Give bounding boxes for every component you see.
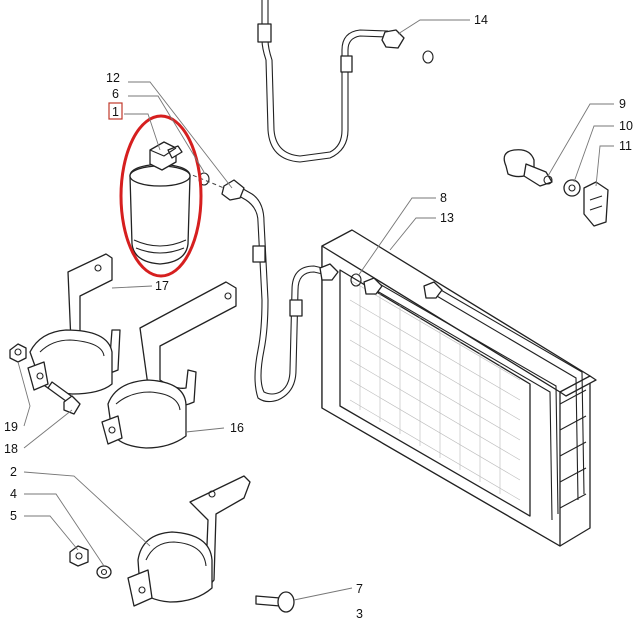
receiver-drier: [129, 141, 191, 265]
pipe-fitting-lower: [252, 245, 266, 263]
pipe-fitting-top: [257, 23, 272, 43]
callout-13: 13: [440, 211, 454, 225]
nut-5: [69, 545, 89, 567]
callout-1: 1: [112, 105, 119, 119]
callout-9: 9: [619, 97, 626, 111]
callout-11: 11: [619, 139, 632, 153]
bolt-18: [47, 381, 81, 415]
callout-16: 16: [230, 421, 244, 435]
pipe-fitting-mid: [340, 55, 353, 73]
bolt-7: [255, 591, 295, 613]
selected-callout-box: [108, 102, 123, 120]
o-ring-8: [350, 273, 362, 287]
clamp-2: [127, 475, 251, 607]
callout-17: 17: [155, 279, 169, 293]
callout-2: 2: [10, 465, 17, 479]
highlight-circle-receiver-drier: [119, 114, 203, 278]
clip-11: [583, 181, 609, 227]
pipe-nut-14: [381, 29, 434, 64]
callout-5: 5: [10, 509, 17, 523]
refrigerant-pipes: [231, 0, 389, 403]
callout-7: 7: [356, 582, 363, 596]
callout-18: 18: [4, 442, 18, 456]
pressure-switch-9: [503, 149, 553, 187]
callout-labels: 12 6 1 17 19 18 16 2 4 5 7 3 14 9 10 11 …: [4, 13, 633, 621]
washer-10: [563, 179, 581, 197]
pipe-fitting-right: [289, 299, 303, 317]
callout-8: 8: [440, 191, 447, 205]
callout-3: 3: [356, 607, 363, 620]
condenser: [321, 229, 597, 547]
bracket-17: [27, 253, 121, 395]
bracket-16: [101, 281, 237, 449]
leader-lines: [17, 19, 614, 601]
nut-19: [9, 343, 27, 363]
callout-19: 19: [4, 420, 18, 434]
o-ring-14: [422, 50, 434, 64]
condenser-pipes: [319, 263, 585, 521]
callout-12: 12: [106, 71, 120, 85]
washer-4: [96, 565, 112, 579]
callout-10: 10: [619, 119, 633, 133]
callout-14: 14: [474, 13, 488, 27]
callout-4: 4: [10, 487, 17, 501]
pipe-nut-12: [221, 179, 245, 201]
callout-6: 6: [112, 87, 119, 101]
